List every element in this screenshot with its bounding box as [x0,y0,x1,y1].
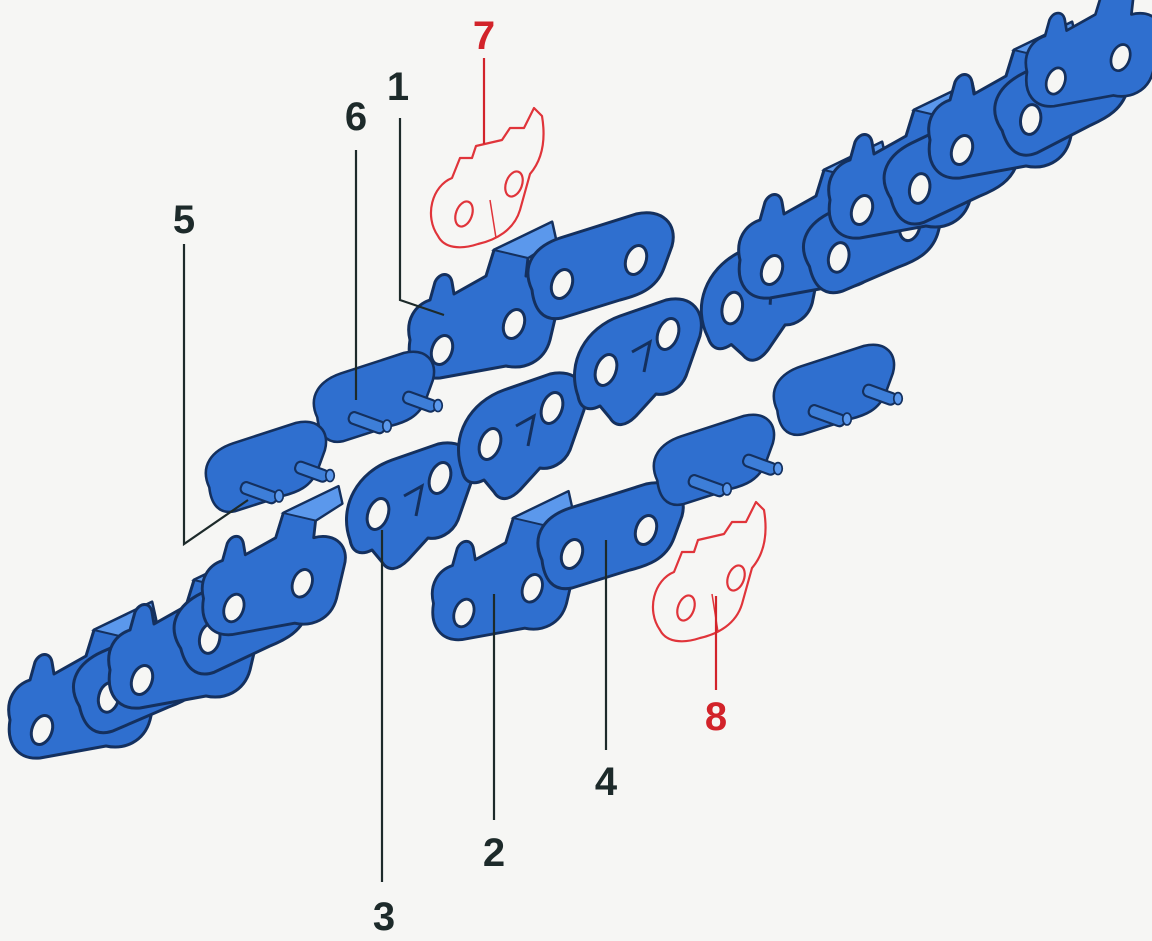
leader-lines [182,58,718,882]
part-rivet-6 [312,350,444,444]
label-6: 6 [345,95,367,139]
label-1: 1 [387,65,409,109]
label-2: 2 [483,831,505,875]
assembled-chain-lower-left [7,484,347,760]
part-drive-mid-a [456,371,587,501]
part-red-outline-7 [429,106,545,249]
part-drive-3 [344,441,475,571]
assembled-chain-upper-right [689,0,1152,368]
label-7: 7 [473,14,495,58]
label-4: 4 [595,760,618,804]
callout-labels: 1 6 5 7 8 4 2 3 [173,14,727,939]
label-3: 3 [373,895,395,939]
leader-line-1 [398,118,445,317]
part-rivet-lower-b [772,343,904,437]
part-rivet-lower-a [652,413,784,507]
label-8: 8 [705,695,727,739]
part-drive-mid-b [572,297,703,427]
label-5: 5 [173,198,195,242]
leader-line-5 [182,244,249,547]
